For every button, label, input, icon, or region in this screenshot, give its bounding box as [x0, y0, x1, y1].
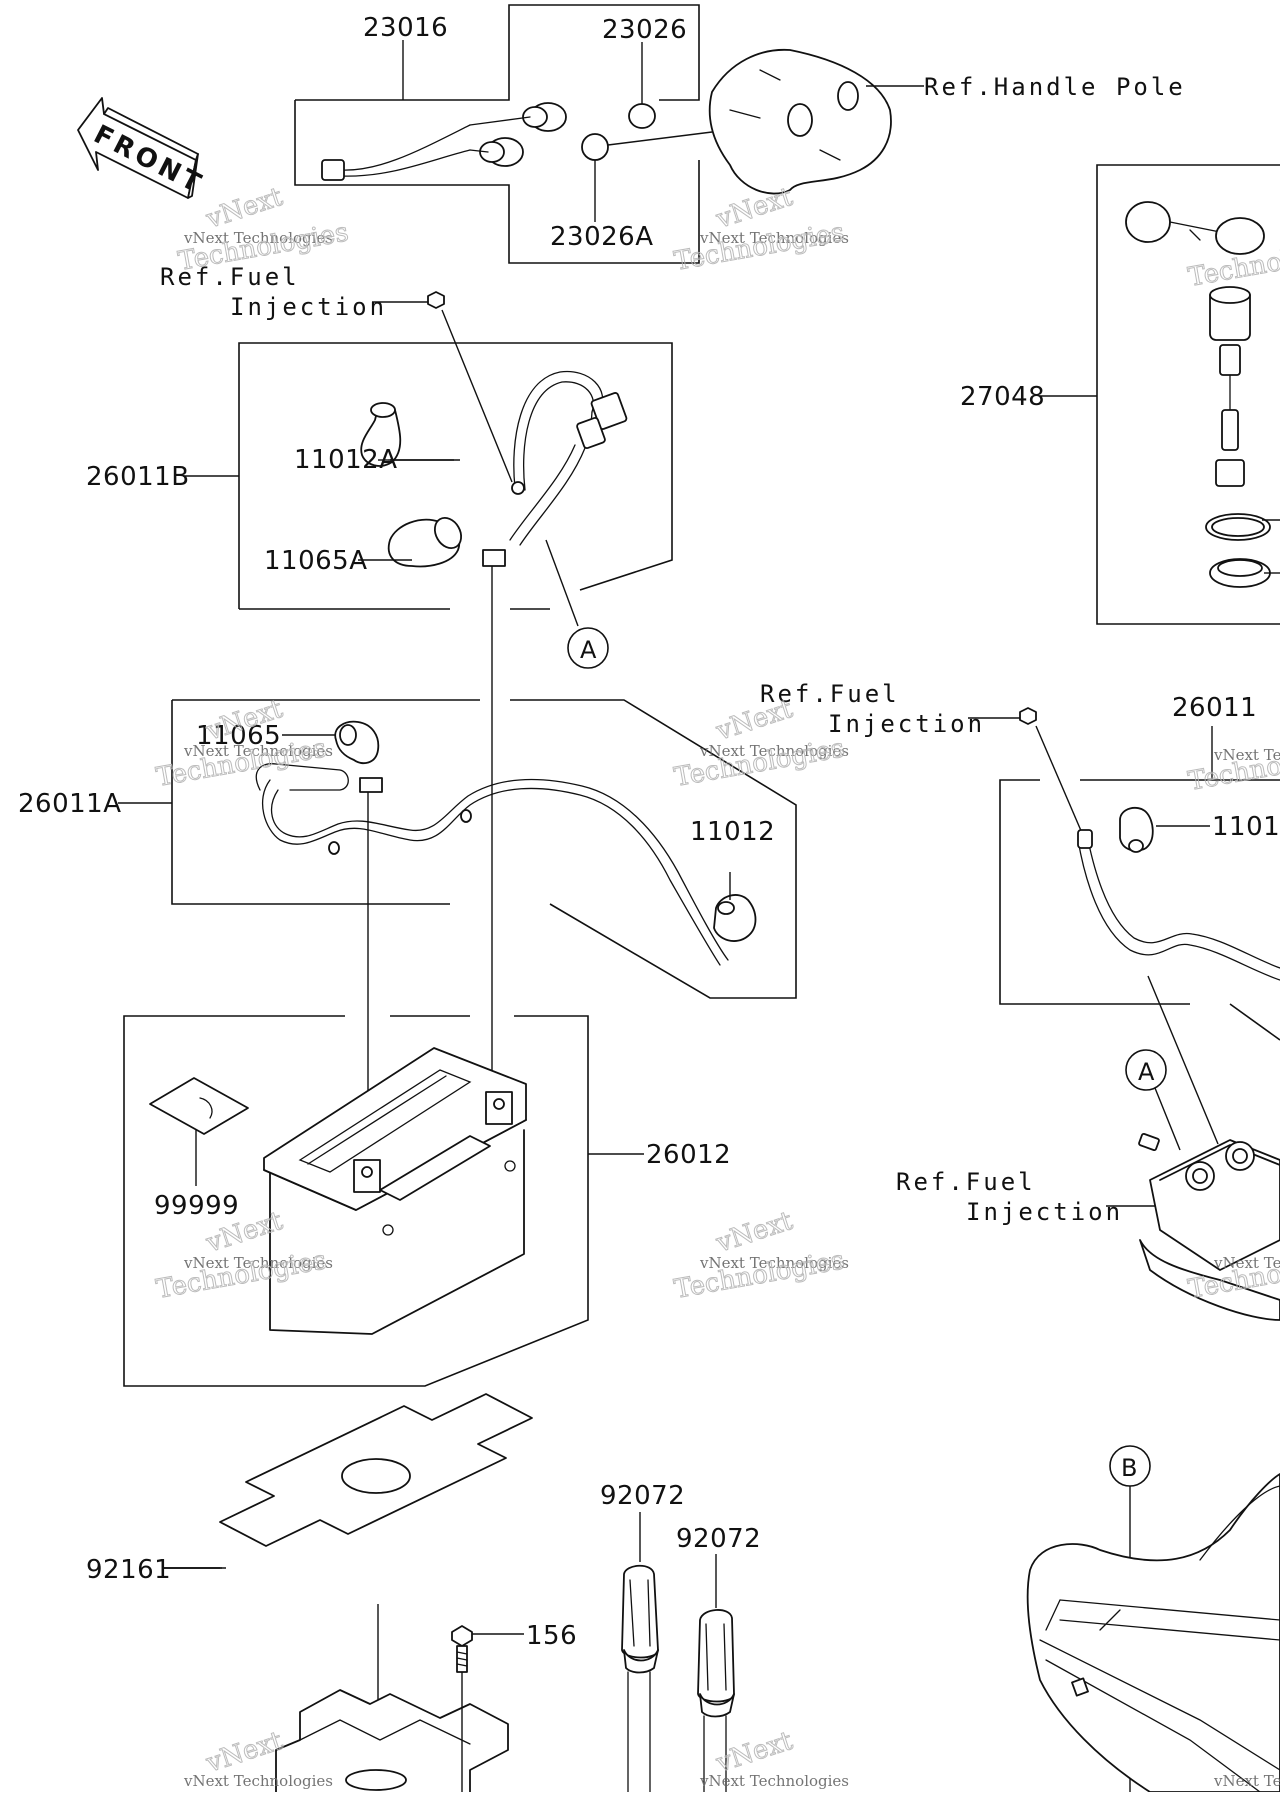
callout-92072-b: 92072	[676, 1524, 761, 1554]
watermark-4: vNext vNext Technologies Technologies	[672, 693, 850, 793]
callout-92072-a: 92072	[600, 1481, 685, 1511]
svg-text:vNext Technologies: vNext Technologies	[1213, 1772, 1280, 1790]
callout-11012: 11012	[690, 817, 775, 847]
callout-92161: 92161	[86, 1555, 171, 1585]
part-156: 156	[451, 1621, 577, 1792]
callout-23026: 23026	[602, 15, 687, 45]
callout-99999: 99999	[154, 1191, 239, 1221]
svg-text:vNext Technologies: vNext Technologies	[183, 229, 333, 247]
battery-tray	[275, 1604, 509, 1793]
ref-handle-pole: Ref.Handle Pole	[924, 73, 1186, 101]
svg-text:Ref.Fuel: Ref.Fuel	[160, 263, 300, 291]
svg-text:A: A	[1138, 1058, 1155, 1086]
svg-text:vNext Technologies: vNext Technologies	[183, 1772, 333, 1790]
watermark-9: vNext Technologies Technologies	[1186, 737, 1280, 797]
svg-text:vNext: vNext	[712, 1206, 797, 1259]
svg-text:vNext: vNext	[712, 694, 797, 747]
svg-text:vNext Technologies: vNext Technologies	[699, 1772, 849, 1790]
callout-23026A: 23026A	[550, 222, 654, 252]
callout-26011B: 26011B	[86, 462, 190, 492]
svg-text:vNext: vNext	[712, 1726, 797, 1779]
callout-26011: 26011	[1172, 693, 1257, 723]
callout-11012A: 11012A	[294, 445, 398, 475]
watermark-6: vNext vNext Technologies Technologies	[672, 1205, 850, 1305]
watermark-8: vNext vNext Technologies	[699, 1725, 849, 1790]
callout-26012: 26012	[646, 1140, 731, 1170]
group-26011B: 26011B 11012A 11065A	[86, 342, 673, 627]
svg-text:vNext Technologies: vNext Technologies	[1213, 746, 1280, 764]
svg-text:Injection: Injection	[230, 293, 387, 321]
svg-text:Ref.Fuel: Ref.Fuel	[896, 1168, 1036, 1196]
callout-23016: 23016	[363, 13, 448, 43]
callout-156: 156	[526, 1621, 577, 1651]
part-92161: 92161	[86, 1393, 533, 1585]
svg-text:vNext Technologies: vNext Technologies	[1213, 1254, 1280, 1272]
svg-text:Injection: Injection	[828, 710, 985, 738]
group-27048: 27048	[960, 164, 1280, 625]
group-23016: 23016 23026 23026A Ref.Handle Pole	[294, 4, 1186, 264]
svg-text:vNext Technologies: vNext Technologies	[699, 742, 849, 760]
watermark-12: vNext Technologies	[1213, 1772, 1280, 1790]
callout-26011A: 26011A	[18, 789, 122, 819]
svg-text:Injection: Injection	[966, 1198, 1123, 1226]
ref-fuel-injection-2: Ref.Fuel Injection	[760, 680, 1086, 841]
callout-11012-right: 11012	[1212, 812, 1280, 842]
callout-27048: 27048	[960, 382, 1045, 412]
svg-text:vNext Technologies: vNext Technologies	[699, 1254, 849, 1272]
svg-text:vNext Technologies: vNext Technologies	[699, 229, 849, 247]
watermark-3: vNext vNext Technologies Technologies	[154, 693, 334, 793]
group-26011A: 26011A 11065 11012	[18, 699, 797, 999]
part-92072-a: 92072	[600, 1481, 685, 1793]
svg-text:Ref.Fuel: Ref.Fuel	[760, 680, 900, 708]
frame-section	[1026, 1473, 1280, 1793]
part-92072-b: 92072	[676, 1524, 761, 1793]
svg-text:vNext: vNext	[202, 1726, 287, 1779]
marker-a1: A	[567, 627, 609, 669]
svg-text:A: A	[580, 636, 597, 664]
svg-text:vNext: vNext	[202, 182, 287, 235]
callout-11065: 11065	[196, 721, 281, 751]
marker-a2: A	[1125, 1049, 1181, 1151]
front-arrow-icon: FRONT	[77, 97, 209, 200]
svg-text:vNext Technologies: vNext Technologies	[183, 1254, 333, 1272]
ref-fuel-injection-1: Ref.Fuel Injection	[160, 263, 513, 483]
group-26012: 26012 99999	[123, 1015, 731, 1387]
group-26011: 26011 11012	[999, 693, 1280, 1145]
svg-text:vNext Technologies: vNext Technologies	[183, 742, 333, 760]
callout-11065A: 11065A	[264, 546, 368, 576]
svg-text:B: B	[1121, 1454, 1137, 1482]
